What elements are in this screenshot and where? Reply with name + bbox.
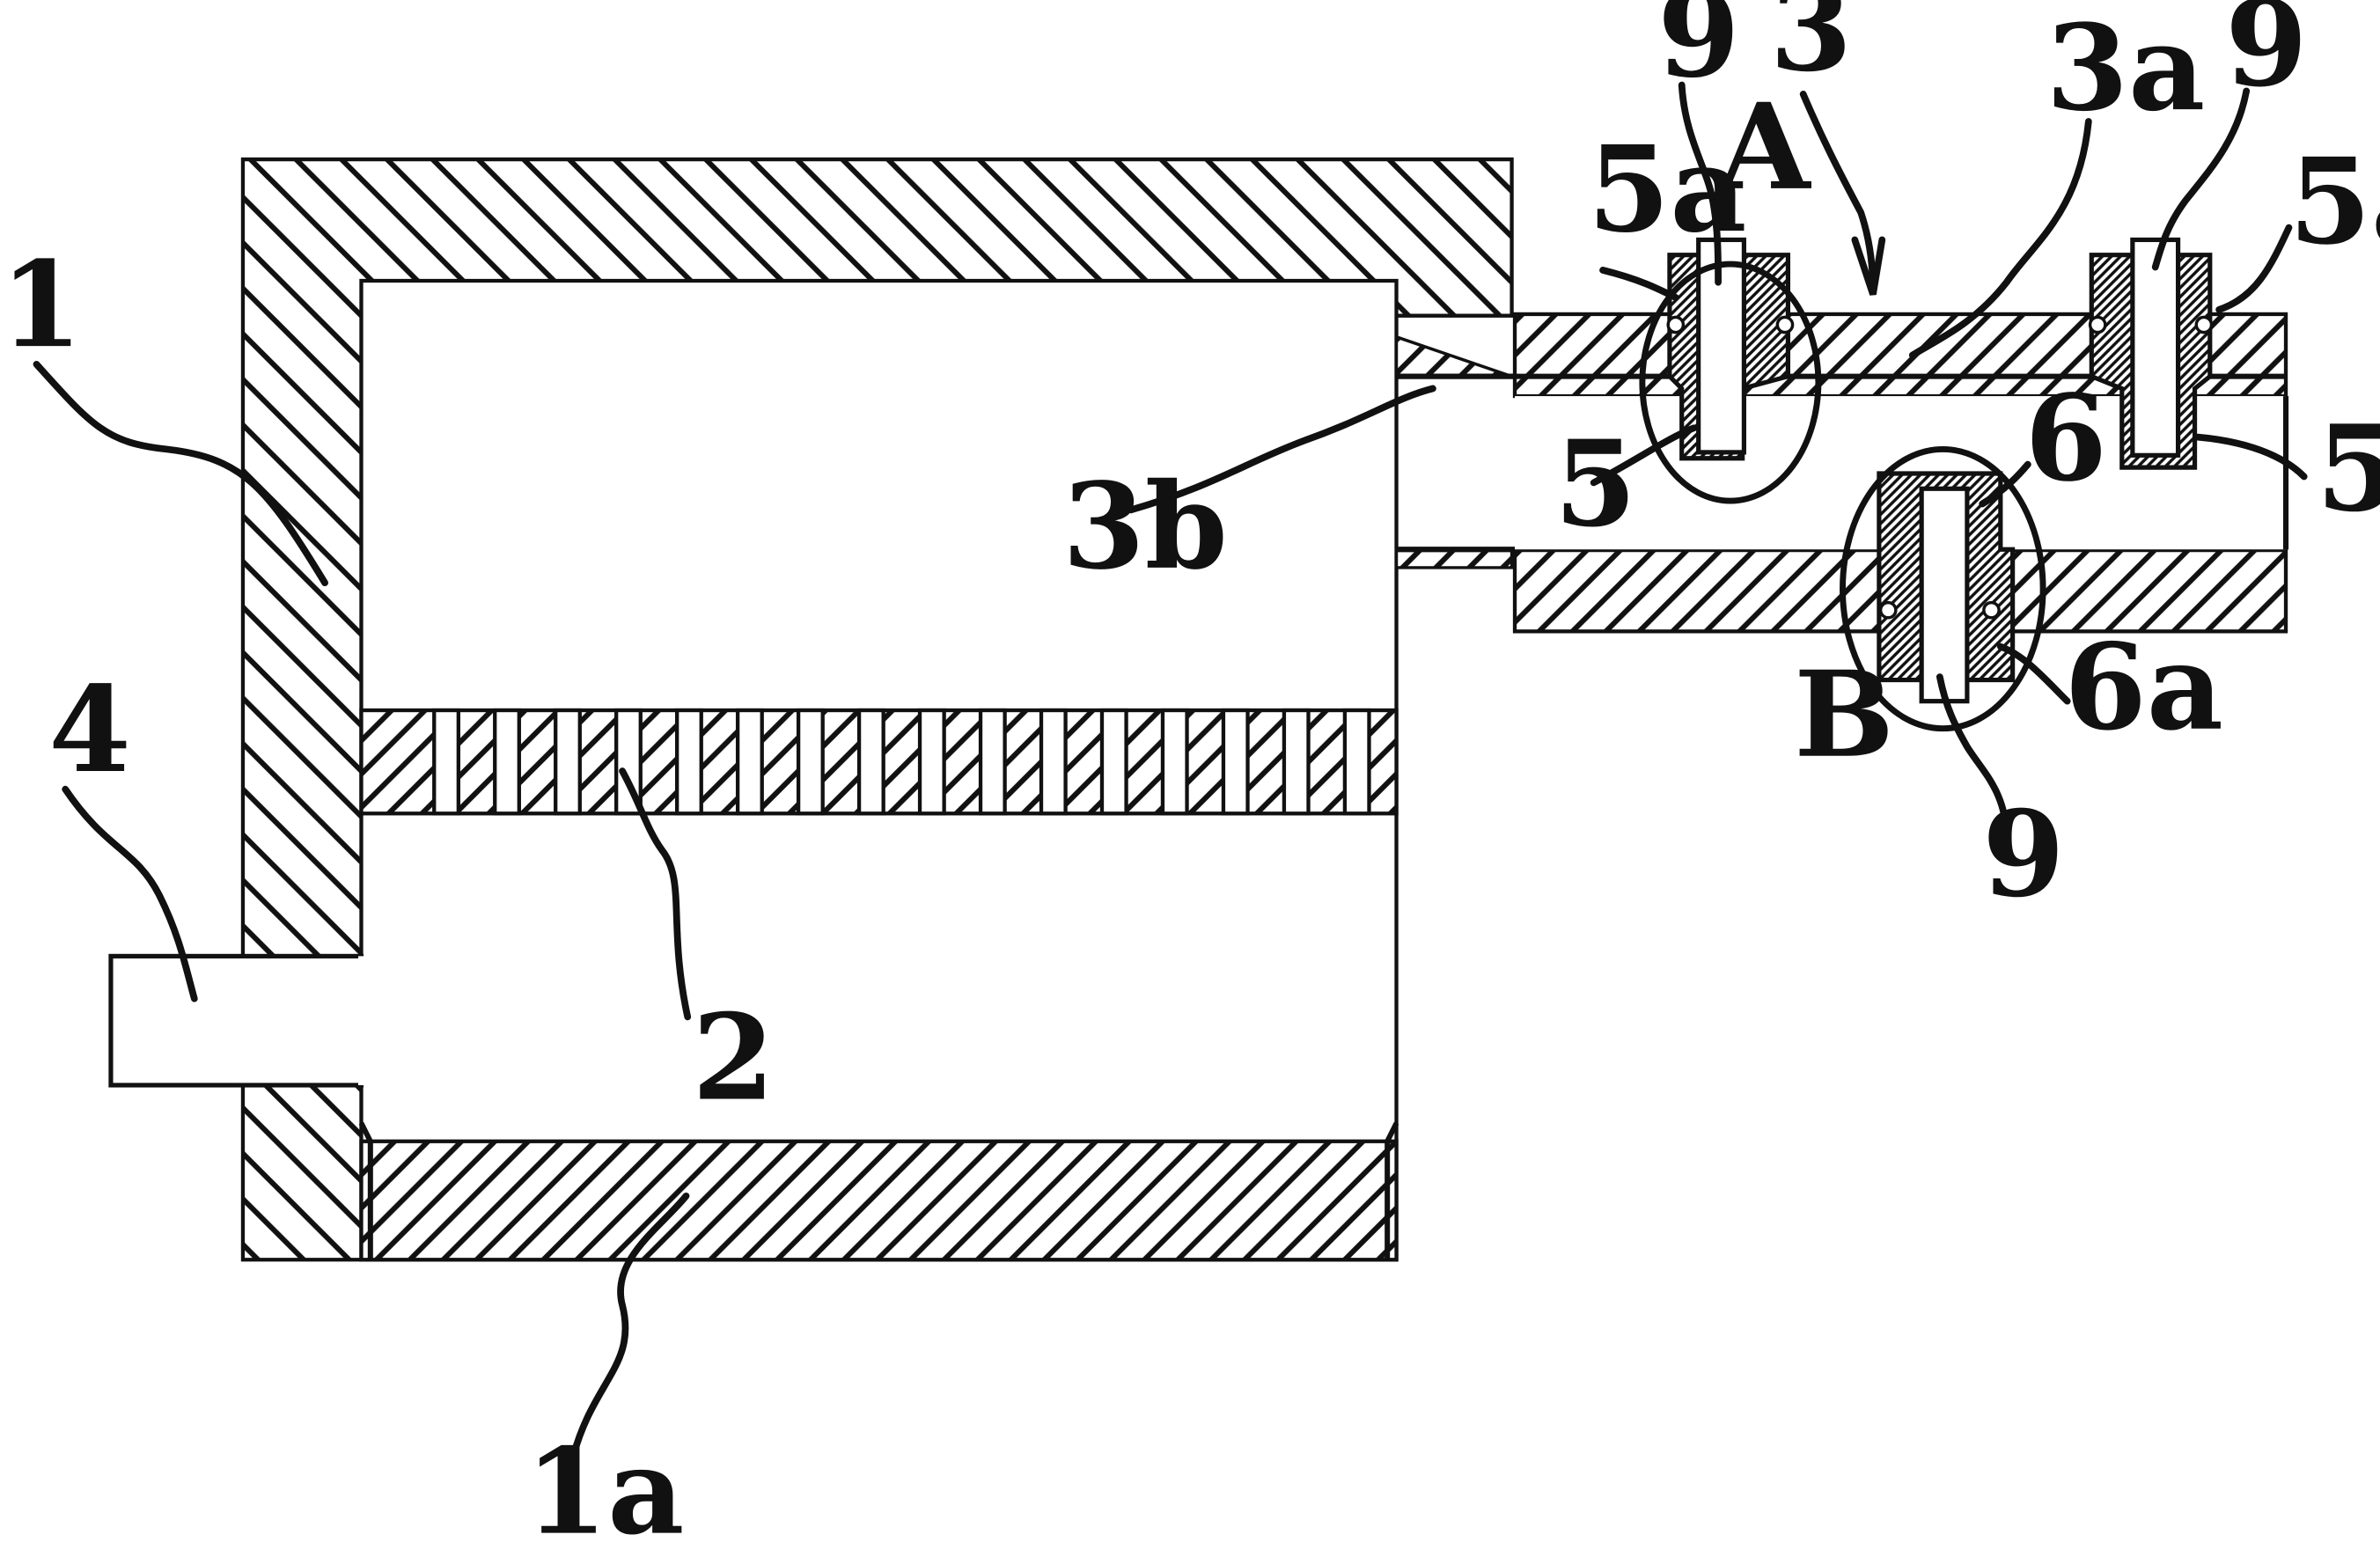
label-nozzle: 4 (48, 660, 131, 799)
label-housing-bottom: 1a (525, 1422, 685, 1542)
leader-pipe-arrow (1799, 91, 1877, 295)
partition-perforation (735, 708, 764, 816)
label-partition: 2 (692, 988, 775, 1127)
leader-sleeve-left (1590, 424, 1698, 487)
leader-lines (33, 81, 2308, 1464)
label-seal-left: 5a (1588, 120, 1747, 259)
detail-b-ellipse (1840, 445, 2046, 732)
partition-perforation (493, 708, 521, 816)
leader-sleeve-bottom-seal (1996, 642, 2071, 705)
leader-probe-bottom (1936, 673, 2010, 835)
leader-probe-right (2151, 87, 2251, 271)
label-pipe-inlet: 3b (1062, 457, 1228, 596)
label-pipe: 3 (1770, 0, 1853, 98)
label-housing: 1 (0, 235, 83, 374)
partition-plate (359, 708, 1399, 816)
partition-perforation (1282, 708, 1311, 816)
partition-perforation (1160, 708, 1189, 816)
leader-probe-left (1678, 81, 1722, 286)
label-sleeve-right: 5 (2317, 399, 2380, 538)
partition-perforation (674, 708, 703, 816)
housing-bottom-plate (359, 1139, 1399, 1262)
partition-perforation (1039, 708, 1068, 816)
leader-partition (619, 767, 692, 1021)
leader-pipe-inlet (1127, 385, 1436, 514)
leader-sleeve-right (2194, 433, 2308, 481)
leader-nozzle (62, 785, 198, 1002)
partition-perforation (432, 708, 460, 816)
partition-perforation (978, 708, 1007, 816)
label-sleeve-left: 5 (1554, 415, 1637, 554)
partition-perforation (917, 708, 946, 816)
detail-a-ellipse (1639, 261, 1822, 504)
nozzle (108, 953, 364, 1088)
sleeve-right (2088, 237, 2214, 470)
partition-perforation (1221, 708, 1250, 816)
label-sleeve-bottom: 6 (2024, 369, 2107, 508)
label-detail-b: B (1794, 645, 1894, 784)
leader-housing-bottom (569, 1192, 690, 1464)
partition-perforation (856, 708, 885, 816)
sleeve-bottom (1877, 471, 2016, 704)
label-pipe-wall: 3a (2046, 0, 2206, 137)
housing (240, 157, 1514, 1262)
label-probe-bottom: 9 (1982, 784, 2065, 923)
leader-seal-right (2215, 224, 2293, 313)
partition-perforation (1099, 708, 1128, 816)
leader-sleeve-bottom (1979, 460, 2031, 508)
partition-perforation (796, 708, 825, 816)
leader-seal-left (1599, 267, 1679, 301)
sleeve-left (1666, 237, 1795, 461)
leader-pipe-wall (1908, 118, 2092, 359)
label-probe-left: 9 (1657, 0, 1740, 104)
partition-perforations (432, 708, 1371, 816)
partition-perforation (1342, 708, 1371, 816)
leader-housing (33, 360, 328, 587)
partition-perforation (614, 708, 643, 816)
label-sleeve-bottom-seal: 6a (2064, 618, 2223, 757)
label-detail-a: A (1716, 77, 1811, 217)
label-probe-right: 9 (2225, 0, 2308, 114)
partition-perforation (554, 708, 582, 816)
label-seal-right: 5a (2288, 132, 2380, 271)
